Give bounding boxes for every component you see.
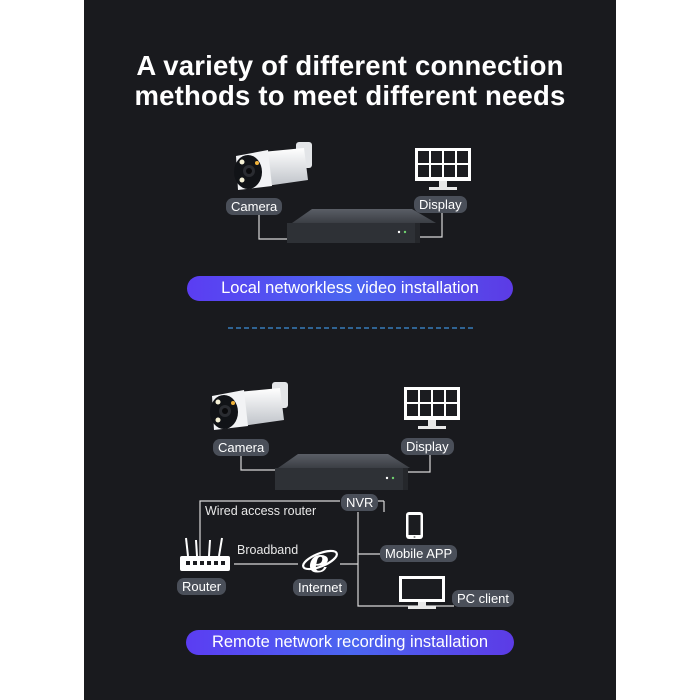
pc-monitor-icon	[399, 576, 445, 609]
remote-installation-banner: Remote network recording installation	[186, 630, 514, 655]
internet-label: Internet	[293, 579, 348, 596]
local-installation-banner: Local networkless video installation	[187, 276, 513, 301]
svg-text:e: e	[309, 542, 329, 580]
bullet-camera-icon	[234, 142, 312, 190]
nvr-label: NVR	[341, 494, 379, 511]
router-icon	[180, 537, 230, 571]
internet-explorer-icon: e	[302, 542, 338, 580]
broadband-label: Broadband	[237, 543, 299, 557]
router-label: Router	[177, 578, 227, 595]
bullet-camera-icon	[210, 382, 288, 430]
remote-camera-label: Camera	[213, 439, 270, 456]
wired-access-router-label: Wired access router	[205, 504, 317, 518]
local-display-label: Display	[414, 196, 467, 213]
nvr-recorder-icon	[275, 454, 410, 490]
title-line-2: methods to meet different needs	[134, 80, 566, 111]
smartphone-icon	[406, 512, 423, 539]
nvr-recorder-icon	[287, 209, 436, 243]
pc-client-label: PC client	[452, 590, 515, 607]
title-line-1: A variety of different connection	[136, 50, 564, 81]
dark-panel	[84, 0, 616, 700]
remote-display-label: Display	[401, 438, 454, 455]
monitor-icon	[404, 387, 460, 429]
local-wiring	[258, 213, 443, 240]
local-camera-label: Camera	[226, 198, 283, 215]
mobile-app-label: Mobile APP	[380, 545, 458, 562]
monitor-icon	[415, 148, 471, 190]
